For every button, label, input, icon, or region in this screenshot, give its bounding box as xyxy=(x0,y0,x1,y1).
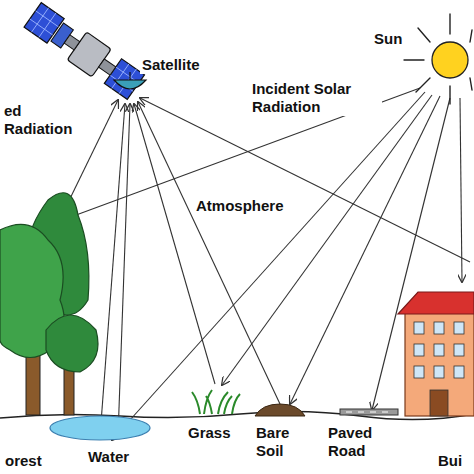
radiation-label: Incident Solar Radiation xyxy=(250,80,382,116)
cover-label: Bare Soil xyxy=(254,424,304,460)
paved-road xyxy=(340,409,398,415)
cover-label: Grass xyxy=(186,424,233,442)
cover-label: Water xyxy=(86,448,131,466)
atmosphere-label: Atmosphere xyxy=(194,197,286,215)
cover-label: Paved Road xyxy=(326,424,384,460)
sun-label: Sun xyxy=(372,30,404,48)
satellite-label: Satellite xyxy=(140,56,202,74)
sun xyxy=(404,14,472,104)
cover-label: Bui xyxy=(436,452,464,470)
water xyxy=(50,416,150,440)
building xyxy=(398,292,474,416)
radiation-label: ed Radiation xyxy=(2,102,88,138)
cover-label: orest xyxy=(3,452,44,470)
forest xyxy=(0,193,98,415)
grass xyxy=(192,390,240,414)
satellite xyxy=(23,1,146,101)
bare-soil xyxy=(255,404,305,416)
satellite-dish xyxy=(114,72,146,89)
